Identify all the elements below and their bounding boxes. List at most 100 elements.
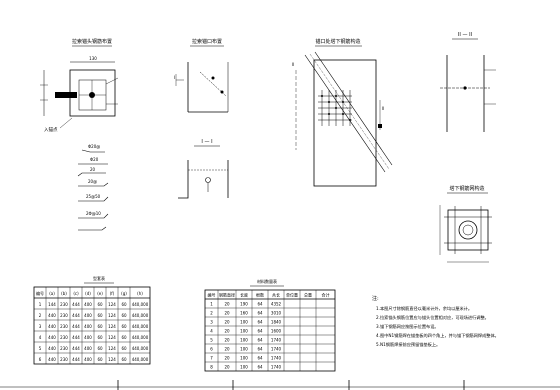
table-1-cell: 1 <box>39 302 42 307</box>
bending-shape-5-label: 25@50 <box>86 194 101 199</box>
table-1-cell: 400 <box>84 346 92 351</box>
table-1-cell: 440 <box>48 335 56 340</box>
bending-shape-7 <box>78 226 107 231</box>
table-2-cell: 20 <box>224 310 230 315</box>
table-2-frame <box>204 289 336 372</box>
table-1-cell: 440,000 <box>132 313 149 318</box>
table-1-cell: 440,000 <box>132 324 149 329</box>
table-1-cell: 60 <box>97 346 103 351</box>
table-1-cell: 230 <box>60 357 68 362</box>
bending-shape-6: 2Φ@10 <box>78 211 109 219</box>
table-2-cell: 4352 <box>271 301 282 306</box>
table-2-cell: 160 <box>240 310 248 315</box>
note-5: 5.N1钢筋焊接前应预留锚垫板上。 <box>376 341 440 348</box>
table-1-cell: 60 <box>121 346 127 351</box>
notes: 注: 1.本图尺寸除钢筋直径以毫米计外，余均以厘米计。 2.拉索锚头钢筋位置应与… <box>372 295 499 348</box>
table-1-cell: 440,000 <box>132 357 149 362</box>
tower-anchor-drawing: 锚口处塔下钢筋构造 II II <box>292 38 393 187</box>
table-1-cell: 60 <box>121 324 127 329</box>
table-2-header-cell: 编号 <box>208 291 216 297</box>
bottom-ruler <box>0 380 560 390</box>
table-1-header-cell: (b) <box>61 291 67 296</box>
table-2-header-cell: 根数 <box>256 291 264 297</box>
section-2-drawing: II — II <box>440 32 496 132</box>
table-2-cell: 1740 <box>271 364 282 369</box>
section-2-title: II — II <box>458 32 472 38</box>
table-2-header-cell: 共长 <box>272 291 280 297</box>
table-1-header-cell: 编号 <box>36 290 44 296</box>
table-1-cell: 60 <box>97 335 103 340</box>
table-2-cell: 64 <box>257 319 263 324</box>
table-2-cell: 100 <box>240 319 248 324</box>
table-1-cell: 60 <box>97 302 103 307</box>
table-2-cell: 2 <box>210 310 213 315</box>
table-1-cell: 400 <box>84 313 92 318</box>
table-1-cell: 400 <box>84 335 92 340</box>
table-2-cell: 64 <box>257 355 263 360</box>
table-1-header-cell: (a) <box>49 291 55 296</box>
table-1-cell: 230 <box>60 313 68 318</box>
table-1-header-cell: (h) <box>137 291 143 296</box>
table-1-cell: 2 <box>39 313 42 318</box>
bending-shape-1-label: Φ20@ <box>88 144 100 149</box>
section-2-mark-b: II <box>382 106 384 111</box>
table-1-cell: 440 <box>48 324 56 329</box>
table-1-cell: 400 <box>84 302 92 307</box>
table-2-cell: 1740 <box>271 337 282 342</box>
table-1-header-cell: (e) <box>97 291 103 296</box>
table-2-cell: 20 <box>224 355 230 360</box>
table-1-cell: 144 <box>48 302 56 307</box>
table-2-cell: 100 <box>240 355 248 360</box>
table-1-cell: 444 <box>72 357 80 362</box>
table-2-cell: 64 <box>257 364 263 369</box>
table-2-cell: 20 <box>224 328 230 333</box>
bending-shape-6-label: 2Φ@10 <box>86 211 101 216</box>
table-1-cell: 440 <box>48 357 56 362</box>
table-2-cell: 7 <box>210 355 213 360</box>
table-2-cell: 1740 <box>271 346 282 351</box>
table-2-cell: 20 <box>224 364 230 369</box>
cable-exit-drawing: 拉索锚口布置 I <box>174 38 229 113</box>
table-2-header-cell: 钢筋直径 <box>219 291 235 297</box>
table-1-cell: 230 <box>60 335 68 340</box>
table-2-cell: 64 <box>257 328 263 333</box>
table-2-cell: 100 <box>240 337 248 342</box>
table-1-cell: 4 <box>39 335 42 340</box>
table-2-cell: 1 <box>210 301 213 306</box>
table-1-cell: 444 <box>72 335 80 340</box>
table-1-cell: 230 <box>60 324 68 329</box>
table-2-cell: 5 <box>210 337 213 342</box>
table-1-cell: 440,000 <box>132 346 149 351</box>
table-2-cell: 20 <box>224 346 230 351</box>
table-2-cell: 100 <box>240 346 248 351</box>
section-1-title: I — I <box>201 139 212 145</box>
section-2-mark-a: II <box>292 62 294 67</box>
table-1-cell: 6 <box>39 357 42 362</box>
table-2-cell: 64 <box>257 346 263 351</box>
table-2-header-cell: 单位重 <box>286 291 298 297</box>
table-1-cell: 60 <box>97 357 103 362</box>
table-2-header-cell: 总重 <box>304 291 312 297</box>
table-1-cell: 444 <box>72 302 80 307</box>
bending-shape-2-label: Φ20 <box>90 157 99 162</box>
table-1-cell: 60 <box>97 324 103 329</box>
table-1-header-cell: (f) <box>110 291 115 296</box>
table-1-header-cell: (c) <box>73 291 79 296</box>
cable-exit-title: 拉索锚口布置 <box>192 38 222 45</box>
table-1-cell: 124 <box>108 346 116 351</box>
anchor-mesh-cluster <box>318 90 352 126</box>
table-2-header-cell: 长度 <box>240 291 248 297</box>
table-1-cell: 440,000 <box>132 302 149 307</box>
table-1-cell: 124 <box>108 357 116 362</box>
table-1-cell: 400 <box>84 357 92 362</box>
anchor-detail-drawing: 拉索锚头钢筋布置 130 入锚点 <box>40 38 119 133</box>
bending-shape-4-label: 20@ <box>88 179 97 184</box>
table-1-cell: 230 <box>60 302 68 307</box>
table-2-cell: 64 <box>257 301 263 306</box>
table-2-cell: 100 <box>240 328 248 333</box>
table-1-frame <box>33 286 151 365</box>
table-1-cell: 124 <box>108 313 116 318</box>
